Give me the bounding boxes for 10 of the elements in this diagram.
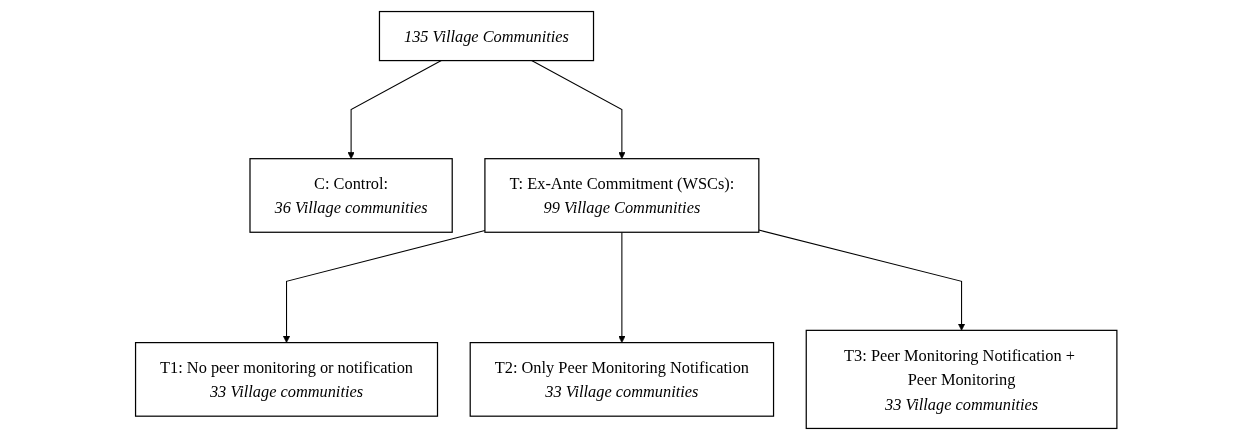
arrow (758, 229, 965, 331)
node-box: T1: No peer monitoring or notification 33 Village communities (134, 341, 438, 417)
node-box: T: Ex-Ante Commitment (WSCs): 99 Village Communities (484, 157, 760, 233)
node-box: T2: Only Peer Monitoring Notification 33 Village communities (469, 341, 774, 417)
node-box: 135 Village Communities (378, 10, 594, 61)
arrow (618, 231, 626, 343)
arrow (530, 59, 626, 159)
node-box: C: Control: 36 Village communities (249, 157, 453, 233)
node-box: T3: Peer Monitoring Notification + Peer Monitoring 33 Village communities (805, 329, 1118, 429)
arrow (347, 59, 442, 159)
